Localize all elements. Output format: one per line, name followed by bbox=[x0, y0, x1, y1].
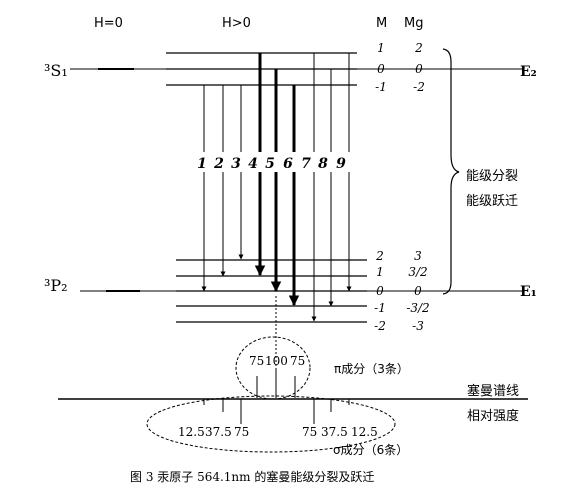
lower-m-value: -2 bbox=[374, 319, 386, 333]
pi-value: 75 bbox=[249, 354, 264, 368]
transition-number: 7 bbox=[301, 156, 311, 172]
lower-m-value: 0 bbox=[376, 284, 384, 298]
m-column-label: M bbox=[376, 16, 387, 31]
sigma-ellipse bbox=[146, 395, 396, 453]
pi-ellipse bbox=[235, 336, 311, 400]
transition-number: 9 bbox=[336, 156, 346, 172]
transition-number: 8 bbox=[318, 156, 328, 172]
transition-number: 5 bbox=[265, 156, 275, 172]
figure-caption: 图 3 汞原子 564.1nm 的塞曼能级分裂及跃迁 bbox=[130, 469, 374, 484]
sigma-value: 75 bbox=[302, 425, 317, 439]
transition-number: 1 bbox=[197, 156, 207, 172]
lower-m-value: 1 bbox=[376, 265, 384, 279]
transition-number: 6 bbox=[283, 156, 293, 172]
sigma-label: σ成分（6条） bbox=[333, 443, 408, 457]
mg-column-label: Mg bbox=[404, 16, 423, 31]
relative-intensity-label: 相对强度 bbox=[467, 408, 519, 424]
spectral-line-label: 塞曼谱线 bbox=[467, 383, 519, 399]
upper-mg-value: -2 bbox=[413, 80, 425, 94]
transition-number-backdrop bbox=[196, 152, 356, 172]
hpos-label: H>0 bbox=[222, 16, 251, 31]
lower-energy-label: E₁ bbox=[520, 284, 537, 300]
upper-energy-label: E₂ bbox=[520, 64, 537, 80]
lower-m-value: -1 bbox=[374, 301, 386, 315]
sigma-value: 37.5 bbox=[321, 425, 348, 439]
upper-mg-value: 0 bbox=[415, 62, 423, 76]
sigma-value: 37.5 bbox=[205, 425, 232, 439]
upper-m-value: 0 bbox=[377, 62, 385, 76]
bracket bbox=[442, 48, 460, 295]
sigma-value: 12.5 bbox=[351, 425, 378, 439]
bracket-label-splitting: 能级分裂 bbox=[466, 169, 518, 184]
lower-mg-value: 3/2 bbox=[408, 265, 427, 279]
upper-mg-value: 2 bbox=[414, 41, 423, 55]
transition-number: 4 bbox=[248, 156, 258, 172]
upper-m-value: -1 bbox=[375, 80, 387, 94]
bracket-label-transition: 能级跃迁 bbox=[466, 194, 518, 209]
h0-label: H=0 bbox=[94, 16, 123, 31]
lower-m-value: 2 bbox=[375, 249, 384, 263]
lower-term-label: ³P₂ bbox=[44, 276, 68, 295]
pi-value: 75 bbox=[290, 354, 305, 368]
sigma-value: 12.5 bbox=[178, 425, 205, 439]
upper-term-label: ³S₁ bbox=[44, 61, 68, 80]
lower-mg-value: 3 bbox=[414, 249, 422, 263]
pi-value: 100 bbox=[265, 354, 288, 368]
pi-label: π成分（3条） bbox=[334, 362, 409, 376]
sigma-value: 75 bbox=[234, 425, 249, 439]
upper-m-value: 1 bbox=[377, 41, 385, 55]
lower-mg-value: 0 bbox=[414, 284, 422, 298]
transition-number: 3 bbox=[231, 156, 241, 172]
lower-mg-value: -3/2 bbox=[406, 301, 429, 315]
transition-number: 2 bbox=[213, 156, 224, 172]
lower-mg-value: -3 bbox=[412, 319, 424, 333]
